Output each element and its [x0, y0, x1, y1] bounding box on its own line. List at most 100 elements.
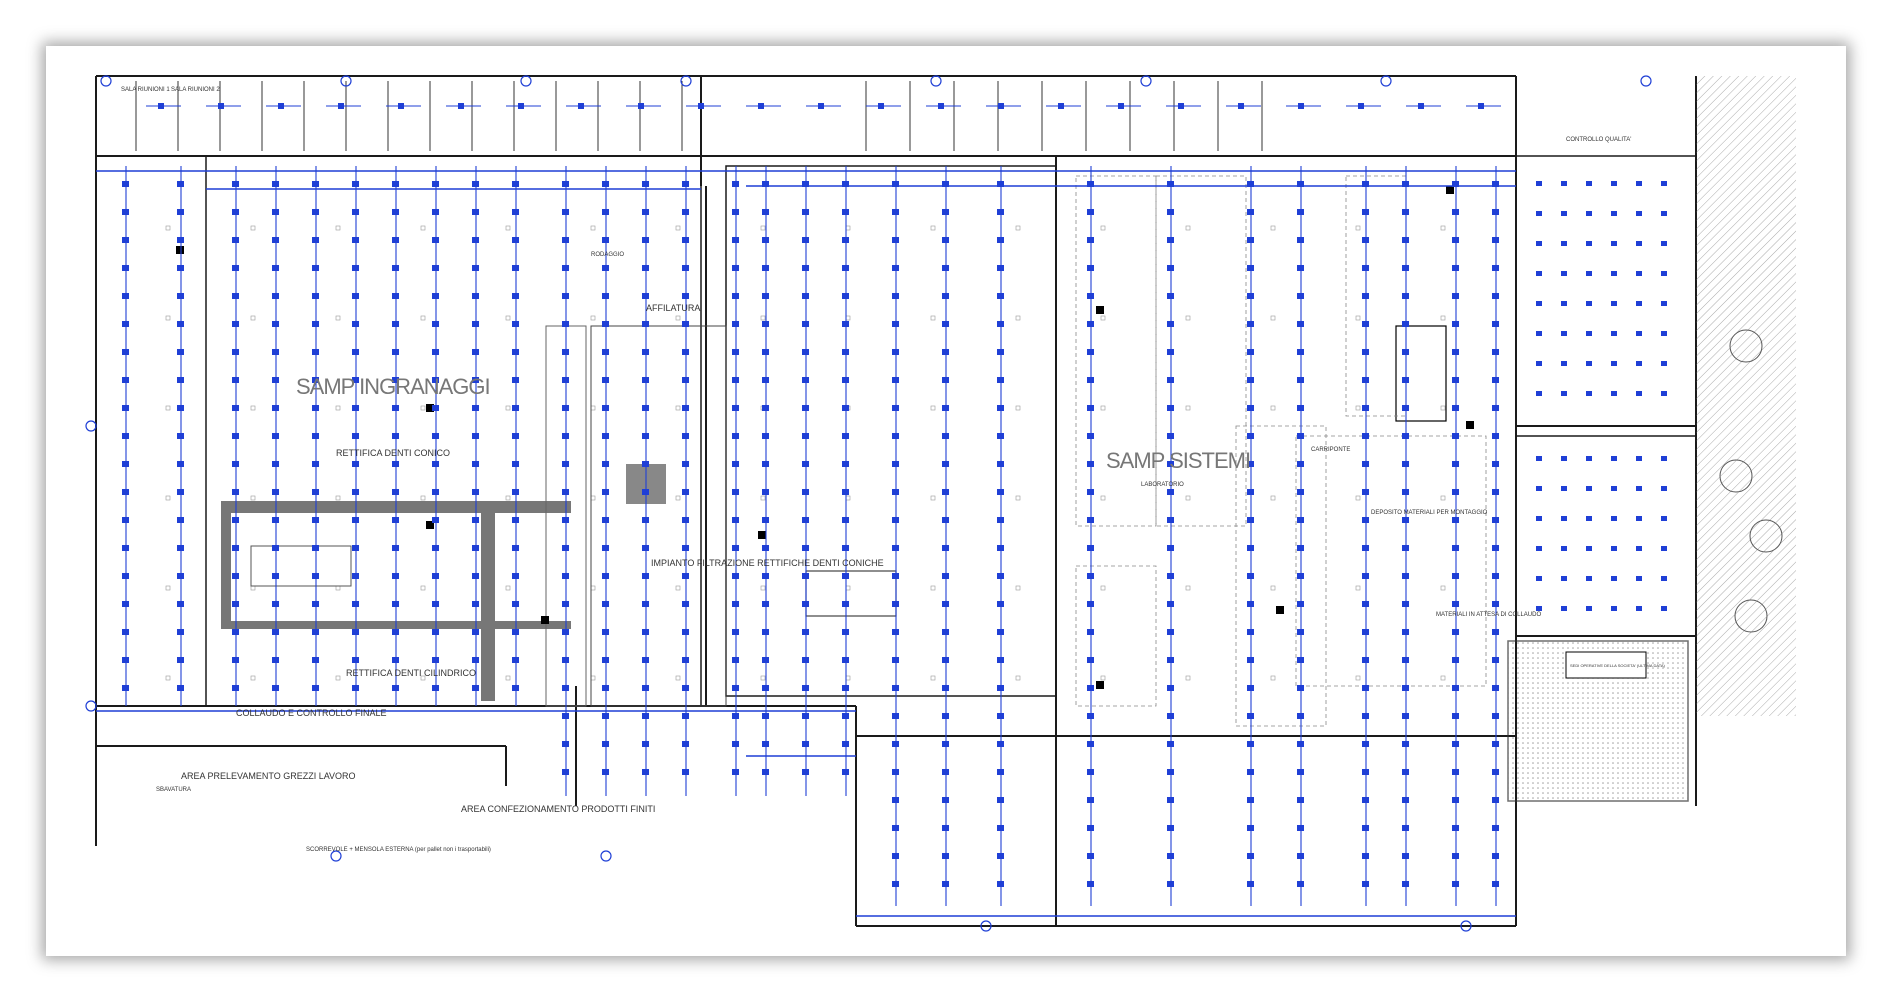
sprinkler-icon	[997, 349, 1004, 355]
sprinkler-icon	[997, 629, 1004, 635]
sprinkler-icon	[432, 209, 439, 215]
sprinkler-icon	[1167, 601, 1174, 607]
sprinkler-icon	[472, 321, 479, 327]
sprinkler-icon	[997, 545, 1004, 551]
structural-grid	[165, 225, 1446, 681]
column-icon	[600, 850, 612, 862]
sprinkler-icon	[1492, 349, 1499, 355]
sprinkler-icon	[562, 573, 569, 579]
equipment-layer	[85, 75, 1783, 932]
sprinkler-icon	[892, 545, 899, 551]
sprinkler-icon	[562, 685, 569, 691]
walls-layer	[95, 75, 1697, 927]
sprinkler-icon	[802, 741, 809, 747]
sprinkler-icon	[942, 321, 949, 327]
sprinkler-icon	[732, 349, 739, 355]
sprinkler-icon	[802, 349, 809, 355]
column-marker	[675, 315, 681, 321]
sprinkler-icon	[1167, 265, 1174, 271]
column-marker	[760, 315, 766, 321]
sprinkler-icon	[272, 433, 279, 439]
sprinkler-icon	[1167, 657, 1174, 663]
sprinkler-icon	[1402, 545, 1409, 551]
sprinkler-icon	[158, 103, 164, 109]
sprinkler-icon	[122, 377, 129, 383]
sprinkler-icon	[942, 293, 949, 299]
column-marker	[1015, 315, 1021, 321]
sprinkler-icon	[682, 517, 689, 523]
sprinkler-icon	[177, 293, 184, 299]
sprinkler-icon	[1636, 576, 1642, 581]
sprinkler-icon	[1247, 517, 1254, 523]
column-marker	[1270, 675, 1276, 681]
sprinkler-icon	[1402, 265, 1409, 271]
column-icon	[1460, 920, 1472, 932]
zone-label-rodaggio: RODAGGIO	[591, 252, 624, 258]
sprinkler-icon	[177, 209, 184, 215]
sprinkler-icon	[892, 517, 899, 523]
sprinkler-icon	[1297, 601, 1304, 607]
sprinkler-icon	[392, 629, 399, 635]
sprinkler-icon	[892, 853, 899, 859]
sprinkler-icon	[1586, 516, 1592, 521]
sprinkler-icon	[602, 713, 609, 719]
sprinkler-icon	[1402, 853, 1409, 859]
sprinkler-icon	[762, 377, 769, 383]
sprinkler-icon	[942, 517, 949, 523]
sprinkler-icon	[762, 209, 769, 215]
sprinkler-icon	[272, 573, 279, 579]
column-marker	[845, 225, 851, 231]
sprinkler-icon	[1362, 405, 1369, 411]
sprinkler-icon	[732, 377, 739, 383]
sprinkler-icon	[892, 741, 899, 747]
sprinkler-icon	[878, 103, 884, 109]
sprinkler-icon	[1297, 825, 1304, 831]
sprinkler-icon	[232, 489, 239, 495]
sprinkler-icon	[802, 685, 809, 691]
sprinkler-icon	[642, 321, 649, 327]
sprinkler-icon	[1402, 601, 1409, 607]
sprinkler-icon	[1536, 546, 1542, 551]
sprinkler-icon	[942, 265, 949, 271]
sprinkler-icon	[1636, 361, 1642, 366]
sprinkler-icon	[1167, 293, 1174, 299]
sprinkler-icon	[1586, 241, 1592, 246]
zone-label-materiali-attesa: MATERIALI IN ATTESA DI COLLAUDO	[1436, 612, 1541, 618]
sprinkler-icon	[842, 713, 849, 719]
sprinkler-icon	[892, 209, 899, 215]
sprinkler-icon	[1661, 271, 1667, 276]
sprinkler-icon	[312, 237, 319, 243]
sprinkler-icon	[802, 489, 809, 495]
sprinkler-icon	[602, 209, 609, 215]
sprinkler-icon	[1247, 657, 1254, 663]
sprinkler-icon	[942, 769, 949, 775]
sprinkler-icon	[432, 433, 439, 439]
sprinkler-icon	[1402, 405, 1409, 411]
column-icon	[680, 75, 692, 87]
sprinkler-icon	[1452, 769, 1459, 775]
sprinkler-icon	[472, 237, 479, 243]
column-marker	[1440, 495, 1446, 501]
sprinkler-icon	[802, 461, 809, 467]
zone-label-sbavatura: SBAVATURA	[156, 787, 191, 793]
sprinkler-icon	[1247, 405, 1254, 411]
sprinkler-icon	[997, 433, 1004, 439]
sprinkler-icon	[1167, 741, 1174, 747]
sprinkler-icon	[1362, 741, 1369, 747]
sprinkler-icon	[732, 181, 739, 187]
sprinkler-icon	[842, 573, 849, 579]
sprinkler-icon	[232, 685, 239, 691]
sprinkler-icon	[1167, 573, 1174, 579]
column-icon	[930, 75, 942, 87]
sprinkler-icon	[802, 377, 809, 383]
sprinkler-icon	[642, 517, 649, 523]
column-marker	[505, 405, 511, 411]
sprinkler-icon	[1087, 769, 1094, 775]
sprinkler-icon	[1402, 713, 1409, 719]
sprinkler-icon	[1087, 209, 1094, 215]
sprinkler-icon	[802, 321, 809, 327]
sprinkler-icon	[432, 321, 439, 327]
sprinkler-icon	[312, 349, 319, 355]
sprinkler-icon	[1362, 713, 1369, 719]
sprinkler-icon	[1247, 433, 1254, 439]
